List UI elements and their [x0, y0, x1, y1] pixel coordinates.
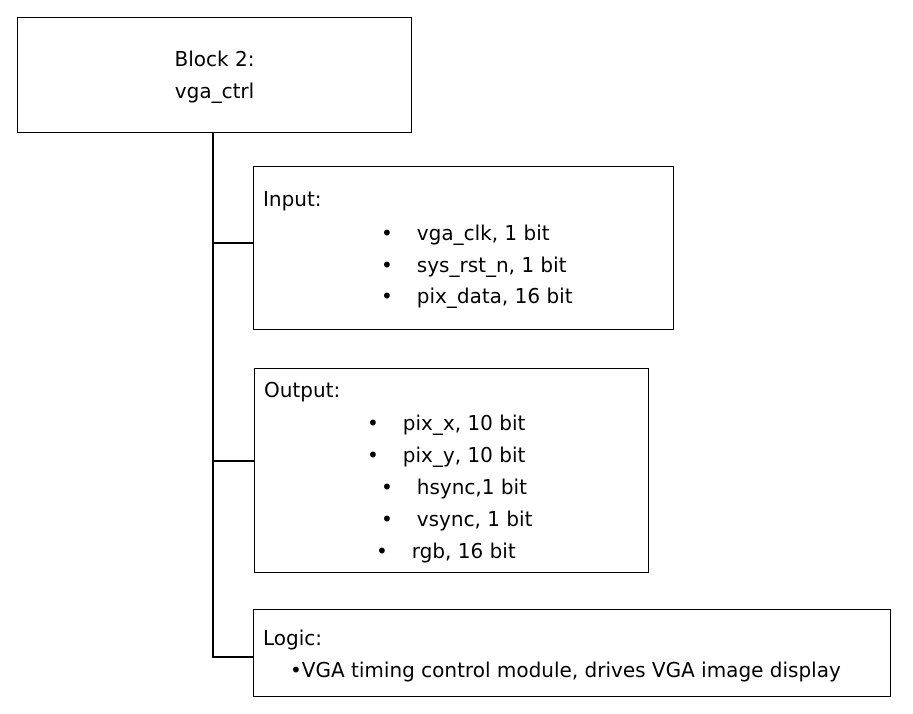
output-heading: Output: — [264, 378, 341, 402]
bullet-icon: • — [381, 221, 393, 245]
bullet-icon: • — [367, 443, 379, 467]
output-item: •hsync,1 bit — [381, 475, 527, 499]
bullet-icon: • — [381, 284, 393, 308]
connector-input — [212, 242, 254, 244]
logic-box: Logic: •VGA timing control module, drive… — [253, 609, 891, 697]
bullet-icon: • — [381, 475, 393, 499]
block-module-name: vga_ctrl — [174, 79, 255, 103]
bullet-icon: • — [367, 411, 379, 435]
trunk-line — [212, 133, 214, 657]
output-box: Output: •pix_x, 10 bit •pix_y, 10 bit •h… — [254, 368, 649, 573]
logic-item: •VGA timing control module, drives VGA i… — [290, 658, 841, 682]
input-item: •pix_data, 16 bit — [381, 284, 573, 308]
connector-logic — [212, 656, 254, 658]
connector-output — [212, 460, 255, 462]
output-item: •vsync, 1 bit — [381, 507, 533, 531]
block-title-box: Block 2: vga_ctrl — [17, 17, 412, 133]
bullet-icon: • — [381, 507, 393, 531]
bullet-icon: • — [290, 658, 302, 682]
output-item: •pix_y, 10 bit — [367, 443, 526, 467]
input-item: •sys_rst_n, 1 bit — [381, 253, 567, 277]
logic-heading: Logic: — [263, 626, 323, 650]
bullet-icon: • — [381, 253, 393, 277]
block-number-label: Block 2: — [174, 47, 255, 71]
input-item: •vga_clk, 1 bit — [381, 221, 550, 245]
bullet-icon: • — [376, 539, 388, 563]
input-heading: Input: — [263, 187, 322, 211]
output-item: •pix_x, 10 bit — [367, 411, 526, 435]
input-box: Input: •vga_clk, 1 bit •sys_rst_n, 1 bit… — [253, 166, 674, 330]
output-item: •rgb, 16 bit — [376, 539, 516, 563]
